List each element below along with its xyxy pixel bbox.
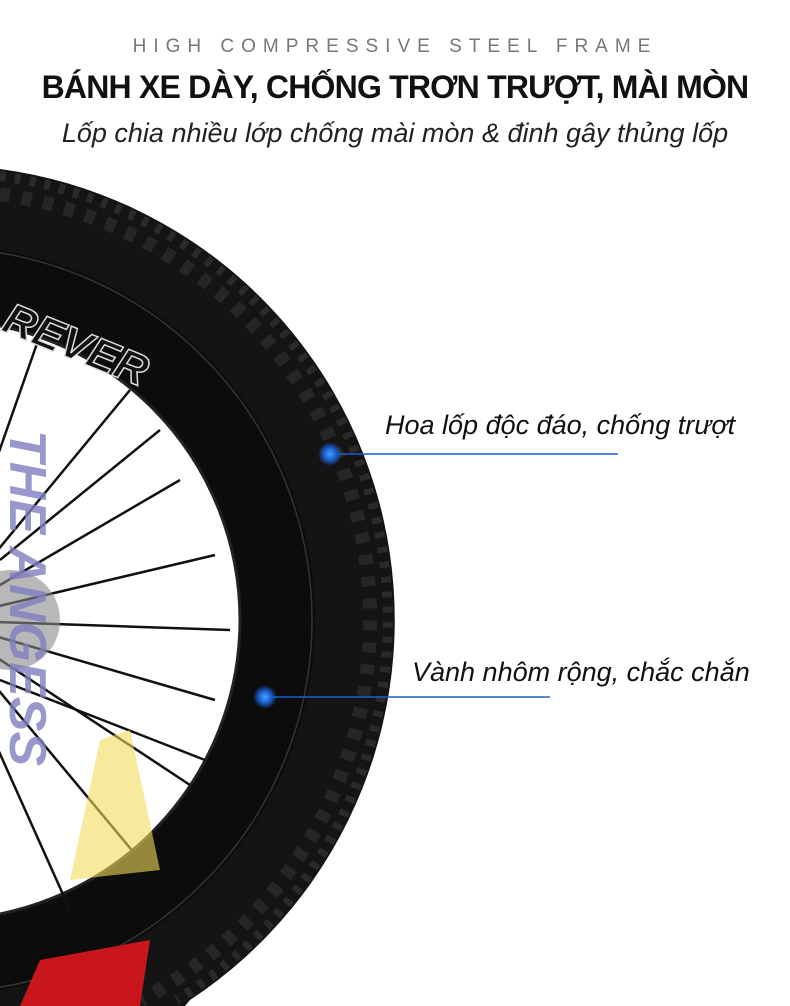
reflector [70,730,160,880]
callout-tread-label: Hoa lốp độc đáo, chống trượt [385,410,736,440]
decal-text: THE ANGESS [0,430,56,766]
eyebrow-heading: HIGH COMPRESSIVE STEEL FRAME [132,36,658,57]
frame-red-part [20,940,150,1006]
brake-disc [0,570,60,670]
page-subtitle: Lốp chia nhiều lớp chống mài mòn & đinh … [61,118,729,148]
page-title: BÁNH XE DÀY, CHỐNG TRƠN TRƯỢT, MÀI MÒN [41,69,750,105]
callout-rim-label: Vành nhôm rộng, chắc chắn [412,657,750,687]
callout-marker-tread [318,442,618,466]
callout-marker-rim [253,685,550,709]
